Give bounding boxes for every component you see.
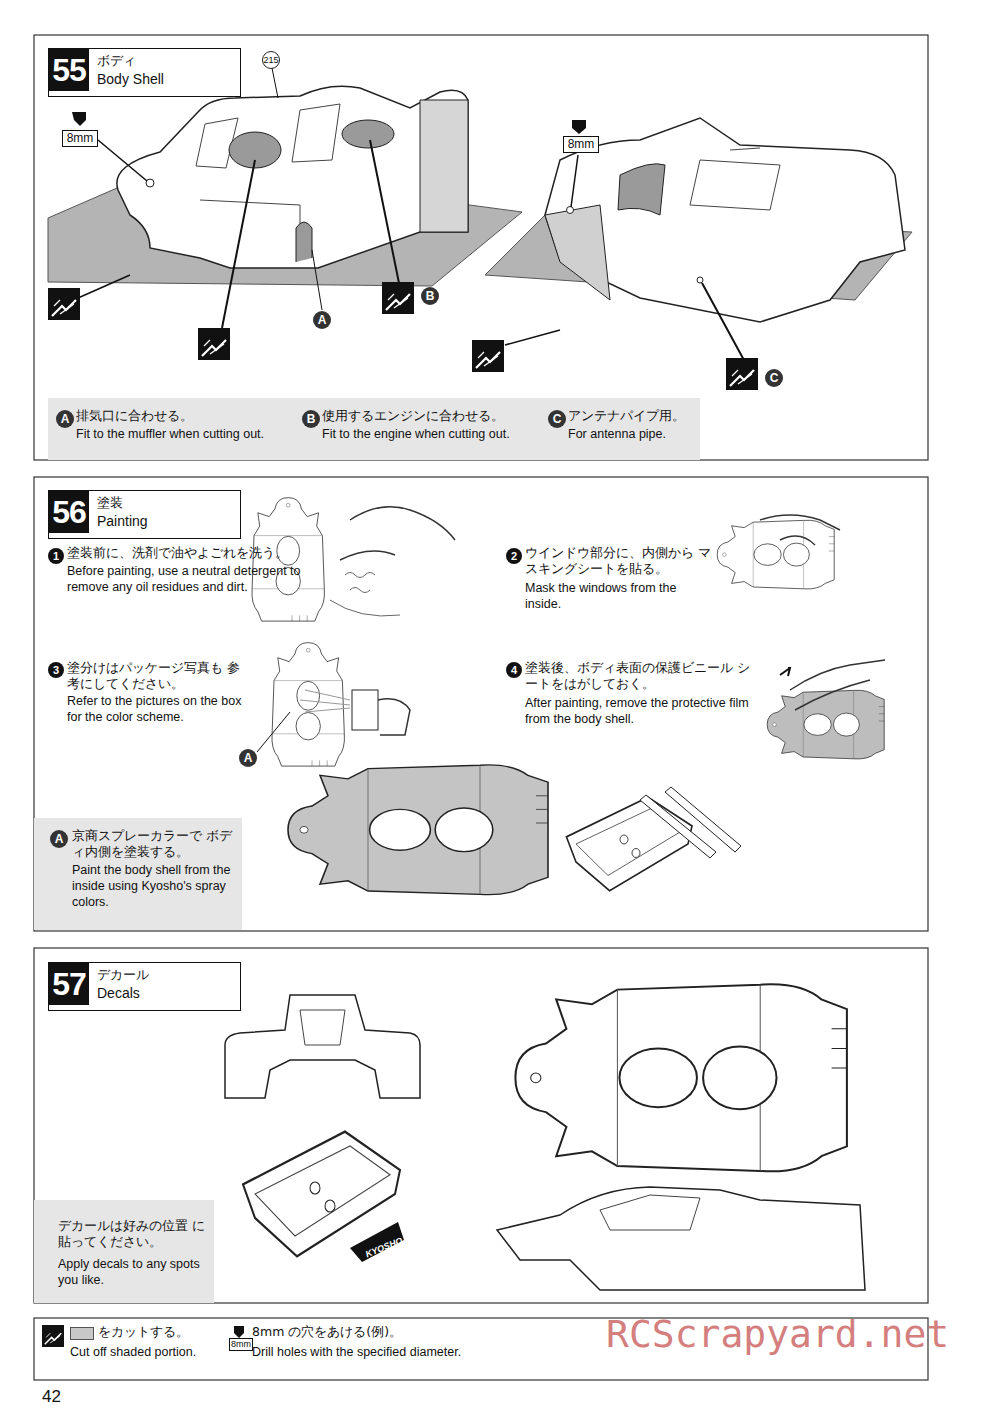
rear-wing [566, 797, 692, 891]
instruction-jp: 塗装前に、洗剤で油やよごれを洗う。 [67, 545, 322, 561]
instruction-en: After painting, remove the protective fi… [525, 695, 755, 727]
note-en: Fit to the muffler when cutting out. [76, 426, 296, 442]
step-header: 55 ボディ Body Shell [48, 48, 241, 97]
note-jp: 使用するエンジンに合わせる。 [322, 408, 544, 424]
body-shell [717, 520, 834, 589]
note-en: Apply decals to any spots you like. [58, 1256, 208, 1288]
callout-letter: C [765, 369, 783, 387]
note-en: Fit to the engine when cutting out. [322, 426, 544, 442]
step-title-jp: 塗装 [97, 495, 237, 511]
cut-icon [198, 328, 230, 360]
painted-body [288, 765, 548, 895]
cut-icon [48, 288, 80, 320]
cut-icon [472, 340, 504, 372]
callout-letter: A [50, 830, 68, 848]
note-panel: デカールは好みの位置 に貼ってください。 Apply decals to any … [34, 1200, 214, 1303]
step-header: 56 塗装 Painting [48, 490, 241, 539]
step-title-jp: デカール [97, 967, 237, 983]
step-index: 4 [506, 662, 522, 678]
step-number: 55 [49, 49, 89, 91]
instruction-en: Before painting, use a neutral detergent… [67, 563, 322, 595]
body-shell [767, 690, 884, 759]
key-en: Drill holes with the specified diameter. [252, 1344, 512, 1360]
callout-letter: A [56, 410, 74, 428]
step-index: 2 [506, 548, 522, 564]
step-number: 57 [49, 963, 89, 1005]
instruction-en: Refer to the pictures on the box for the… [67, 693, 247, 725]
note-en: Paint the body shell from the inside usi… [72, 862, 237, 910]
drill-size: 8mm [563, 136, 599, 153]
step-title-en: Body Shell [97, 71, 237, 88]
cut-icon [382, 282, 414, 314]
callout-letter: A [239, 749, 257, 767]
key-jp: 8mm の穴をあける(例)。 [252, 1324, 482, 1340]
step-header: 57 デカール Decals [48, 962, 241, 1011]
step-index: 1 [48, 548, 64, 564]
callout-letter: B [421, 287, 439, 305]
body-shell [272, 643, 345, 767]
instruction-jp: 塗分けはパッケージ写真も 参考にしてください。 [67, 660, 247, 692]
callout-letter: B [302, 410, 320, 428]
page-number: 42 [42, 1387, 72, 1407]
instruction-en: Mask the windows from the inside. [525, 580, 680, 612]
note-jp: 排気口に合わせる。 [76, 408, 296, 424]
step-title-en: Decals [97, 985, 237, 1002]
callout-letter: C [548, 410, 566, 428]
legend-text: をカットする。 [98, 1324, 218, 1340]
key-en: Cut off shaded portion. [70, 1344, 220, 1360]
note-en: For antenna pipe. [568, 426, 696, 442]
drill-size: 8mm [229, 1338, 253, 1351]
part-number: 215 [262, 51, 280, 69]
note-panel: A排気口に合わせる。 Fit to the muffler when cuttin… [48, 398, 700, 460]
legend-swatch [70, 1327, 94, 1340]
body-shell-top [515, 984, 846, 1171]
cut-icon [726, 358, 758, 390]
instruction-jp: ウインドウ部分に、内側から マスキングシートを貼る。 [525, 545, 715, 577]
callout-letter: A [313, 311, 331, 329]
drill-size: 8mm [62, 130, 98, 147]
note-jp: アンテナパイプ用。 [568, 408, 696, 424]
note-jp: 京商スプレーカラーで ボディ内側を塗装する。 [72, 828, 237, 860]
step-title-jp: ボディ [97, 53, 237, 69]
note-jp: デカールは好みの位置 に貼ってください。 [58, 1218, 208, 1250]
step-title-en: Painting [97, 513, 237, 530]
step-number: 56 [49, 491, 89, 533]
instruction-jp: 塗装後、ボディ表面の保護ビニール シートをはがしておく。 [525, 660, 750, 692]
watermark: RCScrapyard.net [606, 1312, 966, 1356]
step-index: 3 [48, 662, 64, 678]
note-panel: A京商スプレーカラーで ボディ内側を塗装する。Paint the body sh… [34, 818, 242, 930]
cut-icon [42, 1325, 64, 1347]
